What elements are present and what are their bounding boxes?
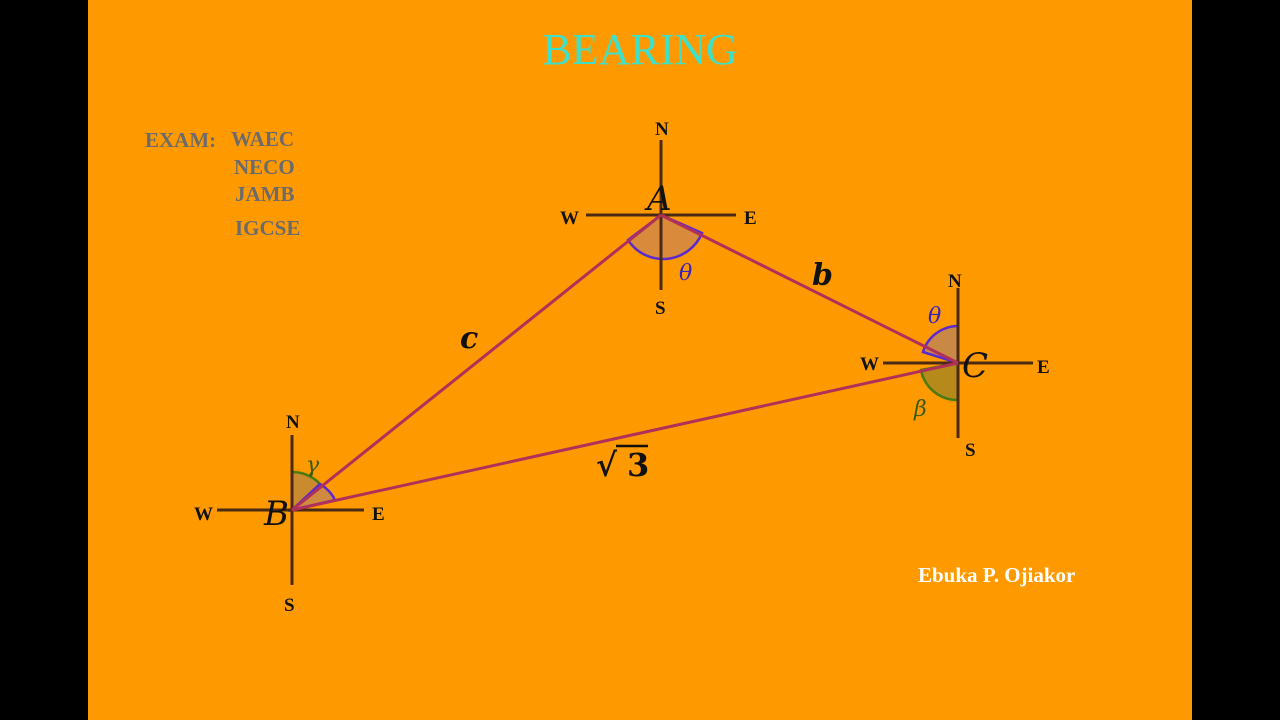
exam-item-waec: WAEC: [231, 127, 295, 151]
compass-b: [217, 435, 364, 585]
exam-item-neco: NECO: [234, 155, 295, 179]
compass-a-west-label: W: [560, 208, 579, 229]
compass-a-south-label: S: [655, 298, 666, 319]
author-credit: Ebuka P. Ojiakor: [918, 563, 1076, 587]
triangle-abc: [291, 213, 959, 512]
angle-c-beta-label: β: [913, 397, 927, 422]
side-b-label: b: [812, 258, 833, 293]
exam-item-igcse: IGCSE: [235, 216, 301, 240]
side-c-label: c: [460, 321, 478, 356]
compass-b-east-label: E: [372, 504, 385, 525]
angle-c-theta-label: θ: [928, 304, 941, 329]
exam-item-jamb: JAMB: [235, 182, 295, 206]
compass-a-north-label: N: [655, 119, 669, 140]
radical-sign: √: [596, 446, 618, 484]
angle-b-gamma-label: γ: [306, 453, 320, 478]
point-b-label: B: [263, 494, 289, 534]
compass-b-west-label: W: [194, 504, 213, 525]
page-title: BEARING: [542, 25, 738, 74]
compass-b-south-label: S: [284, 595, 295, 616]
side-bc: [291, 361, 959, 512]
angle-c-upper-sector: [921, 324, 960, 365]
slide-background: [88, 0, 1192, 720]
compass-a-east-label: E: [744, 208, 757, 229]
point-c-label: C: [962, 346, 988, 386]
compass-b-north-label: N: [286, 412, 300, 433]
compass-c-north-label: N: [948, 271, 962, 292]
side-bc-value: 3: [627, 446, 649, 484]
angle-a-sector: [626, 213, 704, 261]
point-a-label: A: [644, 179, 672, 219]
side-ac: [660, 213, 959, 365]
side-ab: [291, 213, 662, 512]
angle-a-theta-label: θ: [679, 261, 692, 286]
compass-c-west-label: W: [860, 354, 879, 375]
exam-label: EXAM:: [145, 128, 217, 152]
compass-c-east-label: E: [1037, 357, 1050, 378]
compass-c-south-label: S: [965, 440, 976, 461]
